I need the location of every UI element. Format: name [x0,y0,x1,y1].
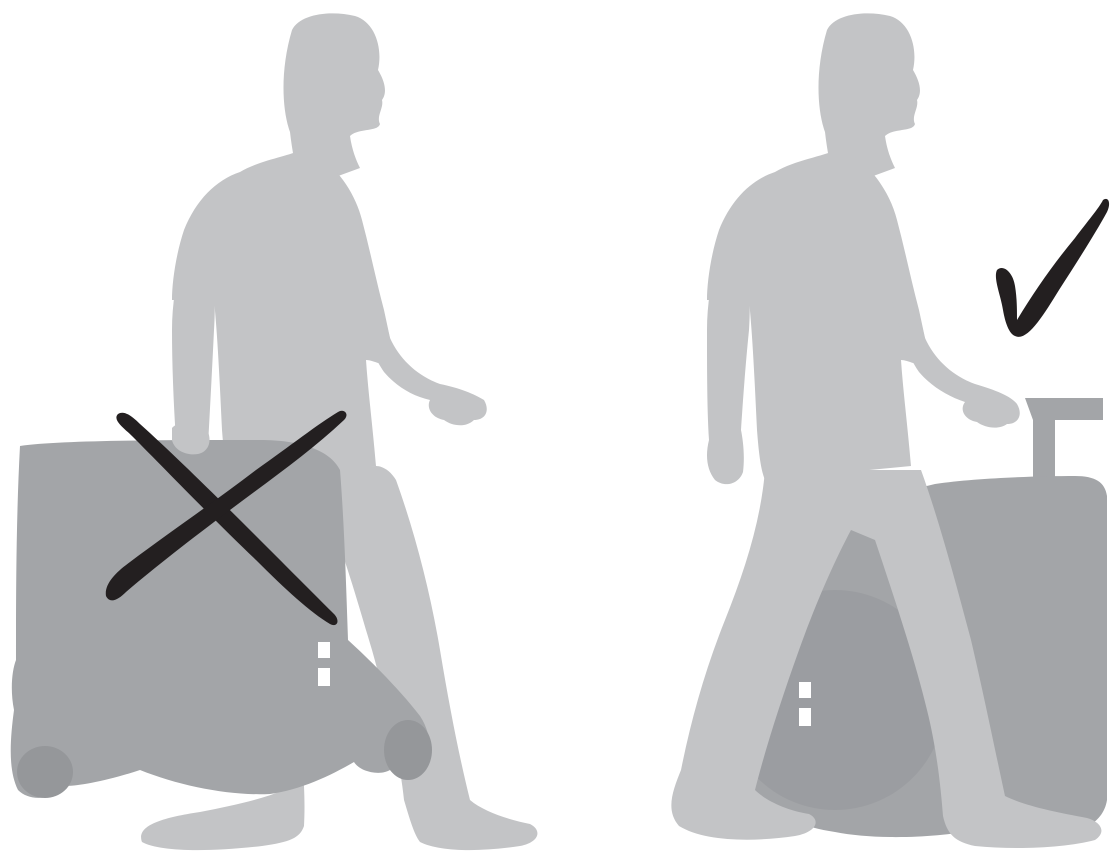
stroller-handle [1025,398,1103,478]
stroller-wheel [384,720,432,780]
correct-pull-graphic [555,0,1110,868]
incorrect-carry-panel [0,0,555,868]
stroller-clip [318,668,330,686]
stroller-wheel [17,746,73,798]
stroller-clip [799,708,811,726]
incorrect-carry-graphic [0,0,555,868]
correct-pull-panel [555,0,1110,868]
stroller-clip [318,642,330,658]
check-mark-icon [996,199,1109,337]
stroller-clip [799,682,811,698]
